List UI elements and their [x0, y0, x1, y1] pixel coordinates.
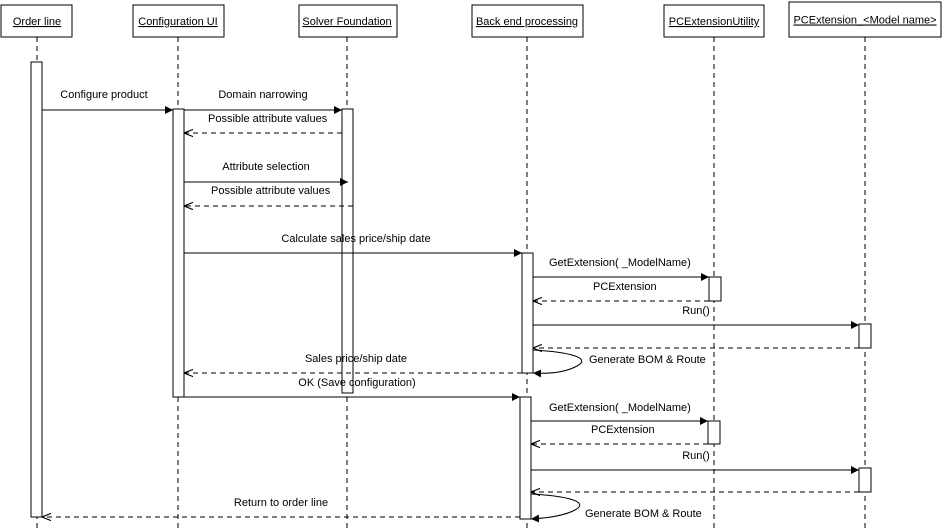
lifeline-title: Solver Foundation [302, 16, 391, 28]
message-label: GetExtension( _ModelName) [549, 257, 691, 269]
self-message-arrow [530, 493, 581, 523]
message-m6: Calculate sales price/ship date [184, 233, 522, 257]
activation-bar-util [707, 420, 721, 445]
message-m13: OK (Save configuration) [184, 377, 520, 401]
lifeline-title: PCExtensionUtility [669, 16, 760, 28]
activation-bar-backend [521, 252, 534, 374]
lifeline-title: Order line [13, 16, 61, 28]
self-message-arrow [532, 349, 583, 378]
lifeline-ext: PCExtension_<Model name> [788, 1, 942, 531]
message-label: Run() [682, 305, 710, 317]
message-m11: Generate BOM & Route [532, 349, 706, 378]
message-m15: PCExtension [531, 424, 708, 444]
activation-bar-solver [341, 108, 354, 394]
lifeline-backend: Back end processing [471, 4, 584, 531]
message-label: PCExtension [591, 424, 655, 436]
message-label: Calculate sales price/ship date [281, 233, 430, 245]
lifeline-box [471, 4, 584, 38]
messages: Configure product Domain narrowingPossibl… [42, 89, 859, 523]
lifeline-box [132, 4, 225, 38]
message-label: Domain narrowing [218, 89, 307, 101]
lifeline-util: PCExtensionUtility [663, 4, 765, 531]
activation-bar-util [708, 276, 722, 302]
activation-bars [30, 61, 872, 520]
message-label: Return to order line [234, 497, 328, 509]
lifeline-box [0, 4, 73, 38]
message-m12: Sales price/ship date [184, 353, 522, 373]
message-m14: GetExtension( _ModelName) [531, 402, 708, 425]
message-label: OK (Save configuration) [298, 377, 415, 389]
activation-bar-config [172, 108, 185, 398]
lifeline-box [663, 4, 765, 38]
lifeline-box [298, 4, 398, 38]
message-m7: GetExtension( _ModelName) [533, 257, 709, 281]
message-m4: Attribute selection [184, 161, 348, 186]
message-m8: PCExtension [533, 281, 709, 301]
message-label: Possible attribute values [211, 185, 331, 197]
activation-bar-ext [858, 467, 872, 493]
lifeline-title: Configuration UI [138, 16, 218, 28]
message-label: PCExtension [593, 281, 657, 293]
lifeline-title: PCExtension_<Model name> [793, 15, 936, 27]
lifeline-config: Configuration UI [132, 4, 225, 531]
message-label: Run() [682, 450, 710, 462]
message-m9: Run() [533, 305, 859, 329]
message-m5: Possible attribute values [184, 185, 353, 206]
lifeline-box [788, 1, 942, 38]
message-m1: Configure product [42, 89, 173, 114]
activation-bar-ext [858, 323, 872, 349]
lifeline-title: Back end processing [476, 16, 578, 28]
message-m3: Possible attribute values [184, 113, 342, 133]
message-label: Generate BOM & Route [589, 354, 706, 366]
message-label: Generate BOM & Route [585, 508, 702, 520]
message-label: Configure product [60, 89, 147, 101]
lifeline-order: Order line [0, 4, 73, 531]
message-m18: Generate BOM & Route [530, 493, 702, 523]
activation-bar-order [30, 61, 43, 518]
message-m2: Domain narrowing [184, 89, 342, 114]
message-m19: Return to order line [42, 497, 520, 517]
message-label: Attribute selection [222, 161, 309, 173]
message-m16: Run() [531, 450, 859, 474]
message-label: Sales price/ship date [305, 353, 407, 365]
message-label: Possible attribute values [208, 113, 328, 125]
activation-bar-backend [519, 396, 532, 520]
message-label: GetExtension( _ModelName) [549, 402, 691, 414]
